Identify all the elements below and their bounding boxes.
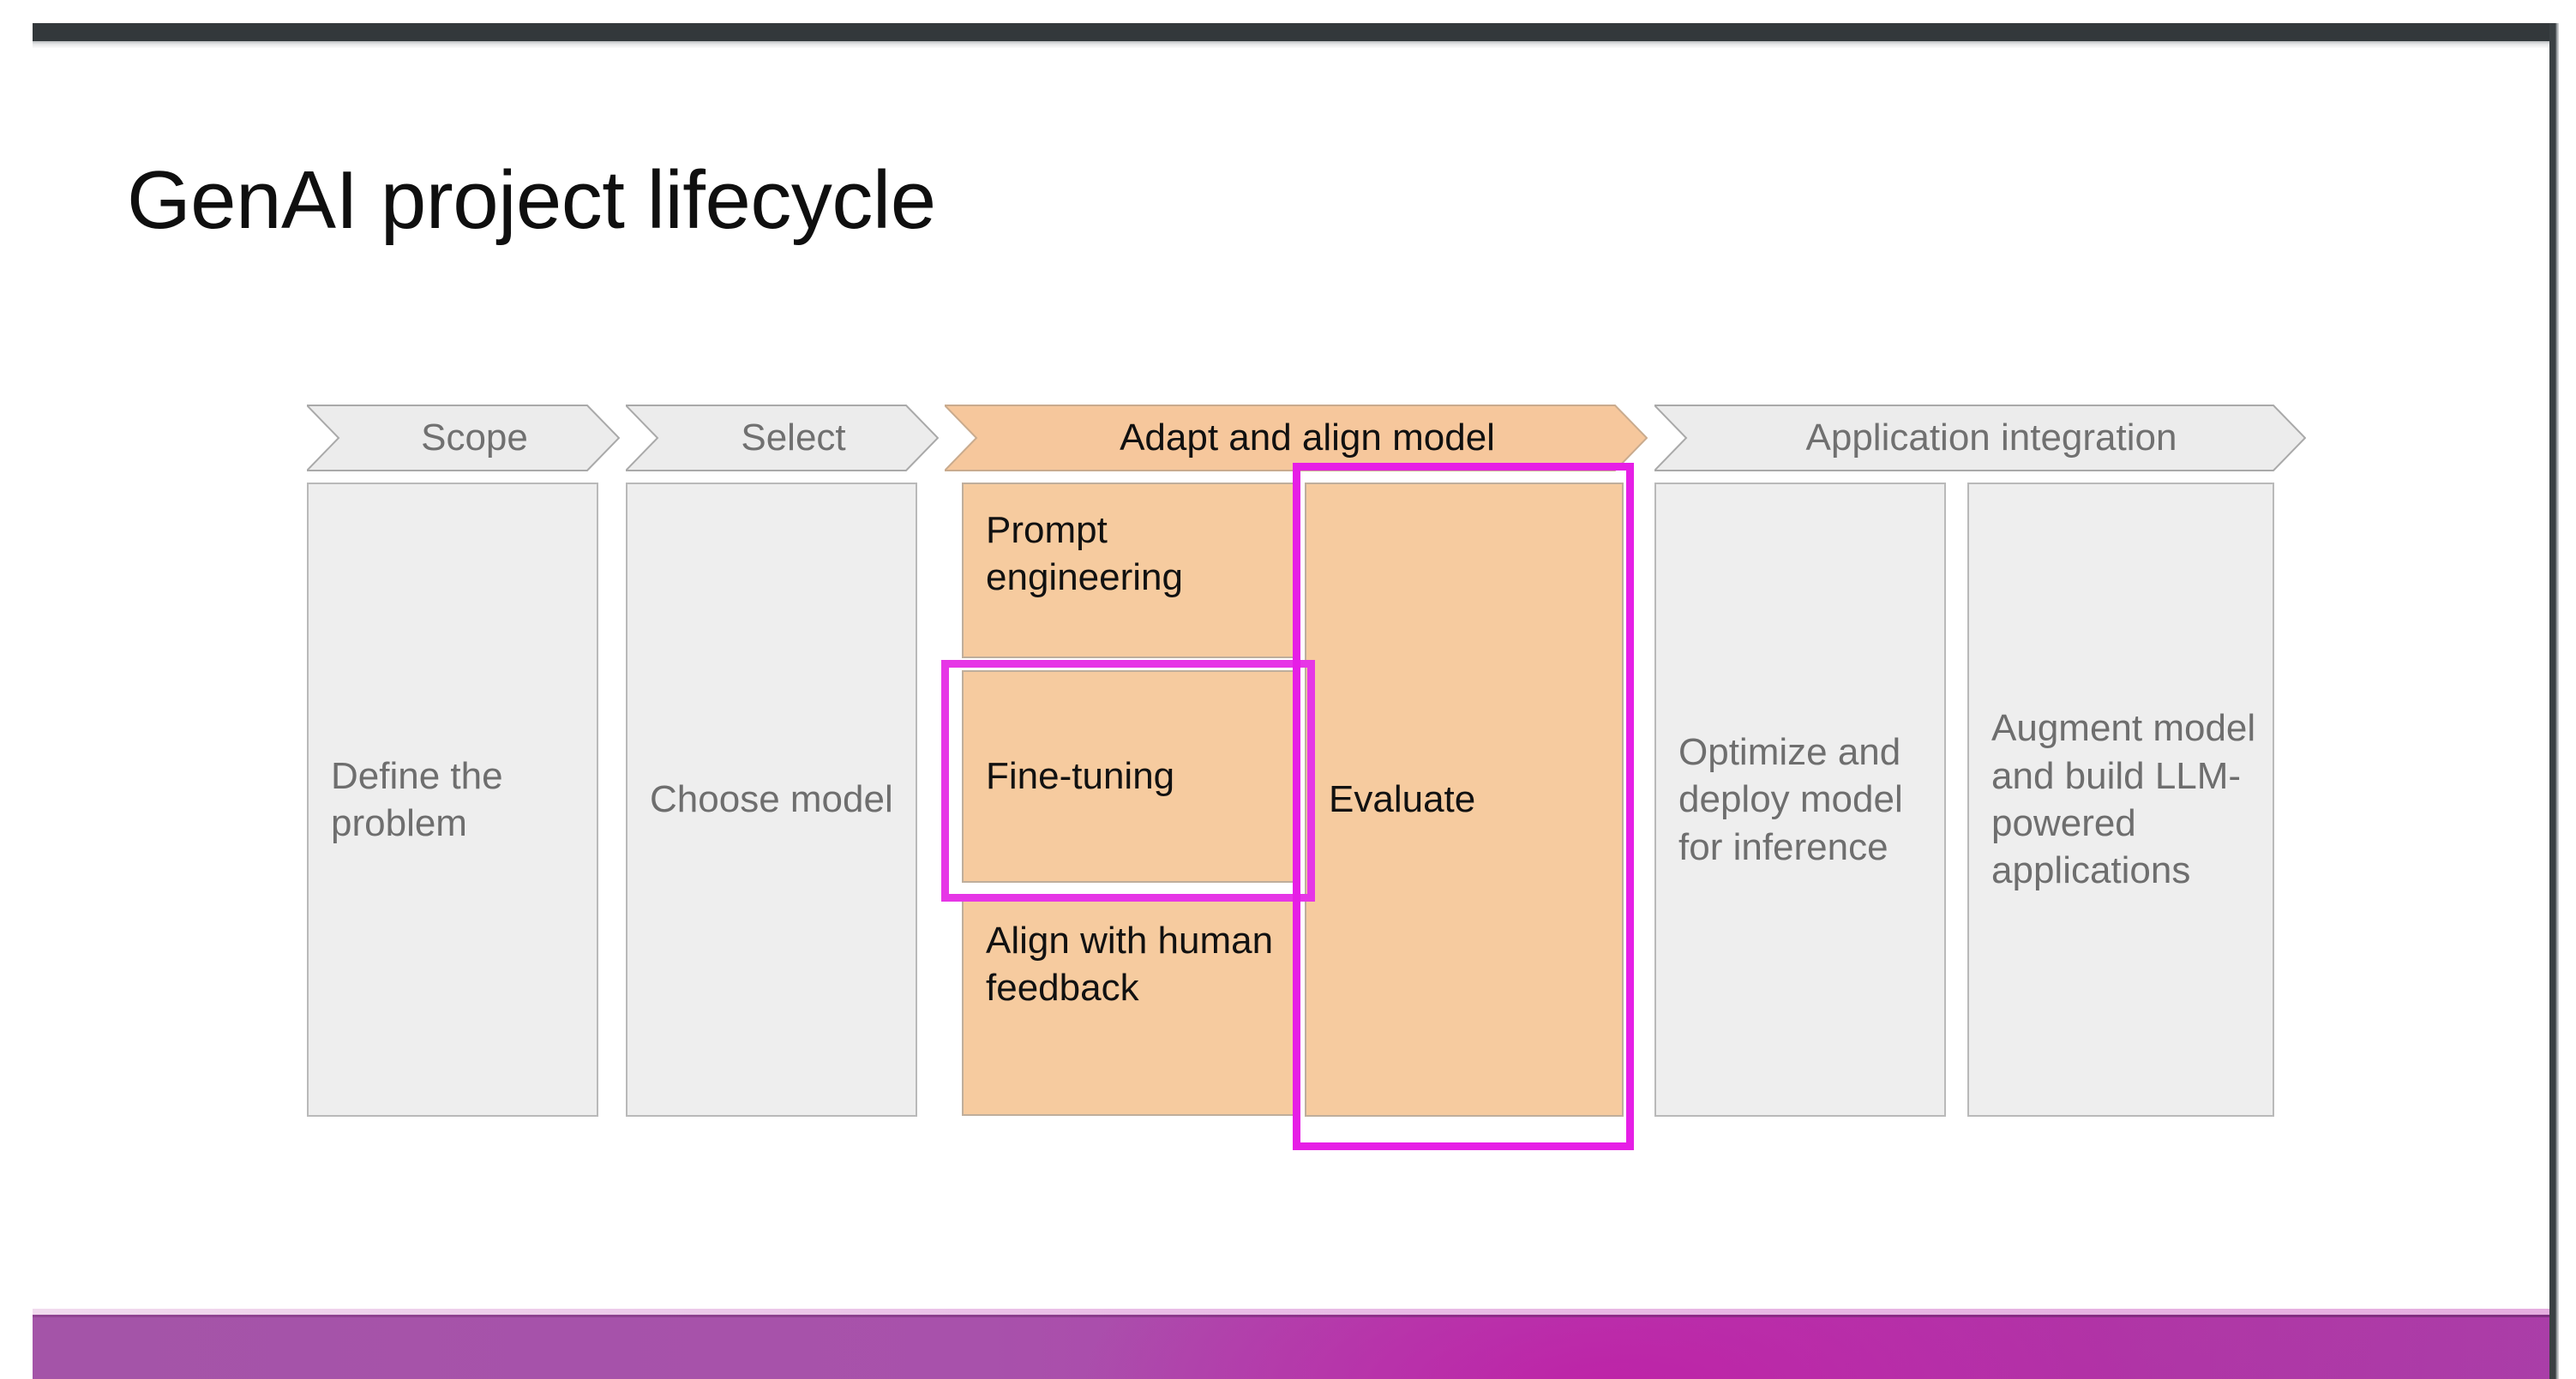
window-top-bar <box>33 23 2549 41</box>
stage-item-label: Prompt engineering <box>986 509 1183 599</box>
stage-header-label-scope: Scope <box>421 417 528 459</box>
page-title: GenAI project lifecycle <box>127 154 936 247</box>
stage-item-prompt-engineering[interactable]: Prompt engineering <box>962 483 1294 658</box>
window-left-edge <box>17 23 33 1379</box>
stage-item-label: Choose model <box>650 778 893 821</box>
stage-item-label: Define the problem <box>331 754 503 844</box>
stage-item-define-the-problem[interactable]: Define the problem <box>307 483 598 1117</box>
chevron-shape-icon <box>307 405 620 471</box>
stage-item-optimize-and-deploy-model-for-inference[interactable]: Optimize and deploy model for inference <box>1654 483 1946 1117</box>
chevron-shape-icon <box>1654 405 2306 471</box>
window-top-bar-shadow <box>33 41 2549 48</box>
stage-header-adapt-and-align-model[interactable]: Adapt and align model <box>945 405 1648 471</box>
stage-item-fine-tuning[interactable]: Fine-tuning <box>962 670 1294 883</box>
stage-header-label-application-integration: Application integration <box>1805 417 2177 459</box>
footer-band-top-edge <box>33 1315 2549 1317</box>
stage-header-select[interactable]: Select <box>626 405 939 471</box>
stage-item-choose-model[interactable]: Choose model <box>626 483 917 1117</box>
stage-item-label: Align with human feedback <box>986 920 1274 1010</box>
footer-band <box>33 1315 2549 1379</box>
window-right-scrollbar[interactable] <box>2549 23 2559 1379</box>
stage-item-label: Optimize and deploy model for inference <box>1678 730 1903 868</box>
footer-accent-strip <box>33 1309 2549 1315</box>
stage-item-label: Augment model and build LLM-powered appl… <box>1991 707 2256 892</box>
stage-item-label: Evaluate <box>1329 778 1476 821</box>
stage-header-application-integration[interactable]: Application integration <box>1654 405 2306 471</box>
stage-header-label-select: Select <box>741 417 846 459</box>
stage-item-align-with-human-feedback[interactable]: Align with human feedback <box>962 895 1294 1116</box>
chevron-shape-icon <box>626 405 939 471</box>
chevron-shape-icon <box>945 405 1648 471</box>
stage-item-augment-model-and-build-llm-powered-applications[interactable]: Augment model and build LLM-powered appl… <box>1967 483 2274 1117</box>
stage-header-label-adapt-and-align-model: Adapt and align model <box>1120 417 1495 459</box>
stage-item-evaluate[interactable]: Evaluate <box>1305 483 1624 1117</box>
stage-header-scope[interactable]: Scope <box>307 405 620 471</box>
stage-item-label: Fine-tuning <box>986 755 1175 798</box>
